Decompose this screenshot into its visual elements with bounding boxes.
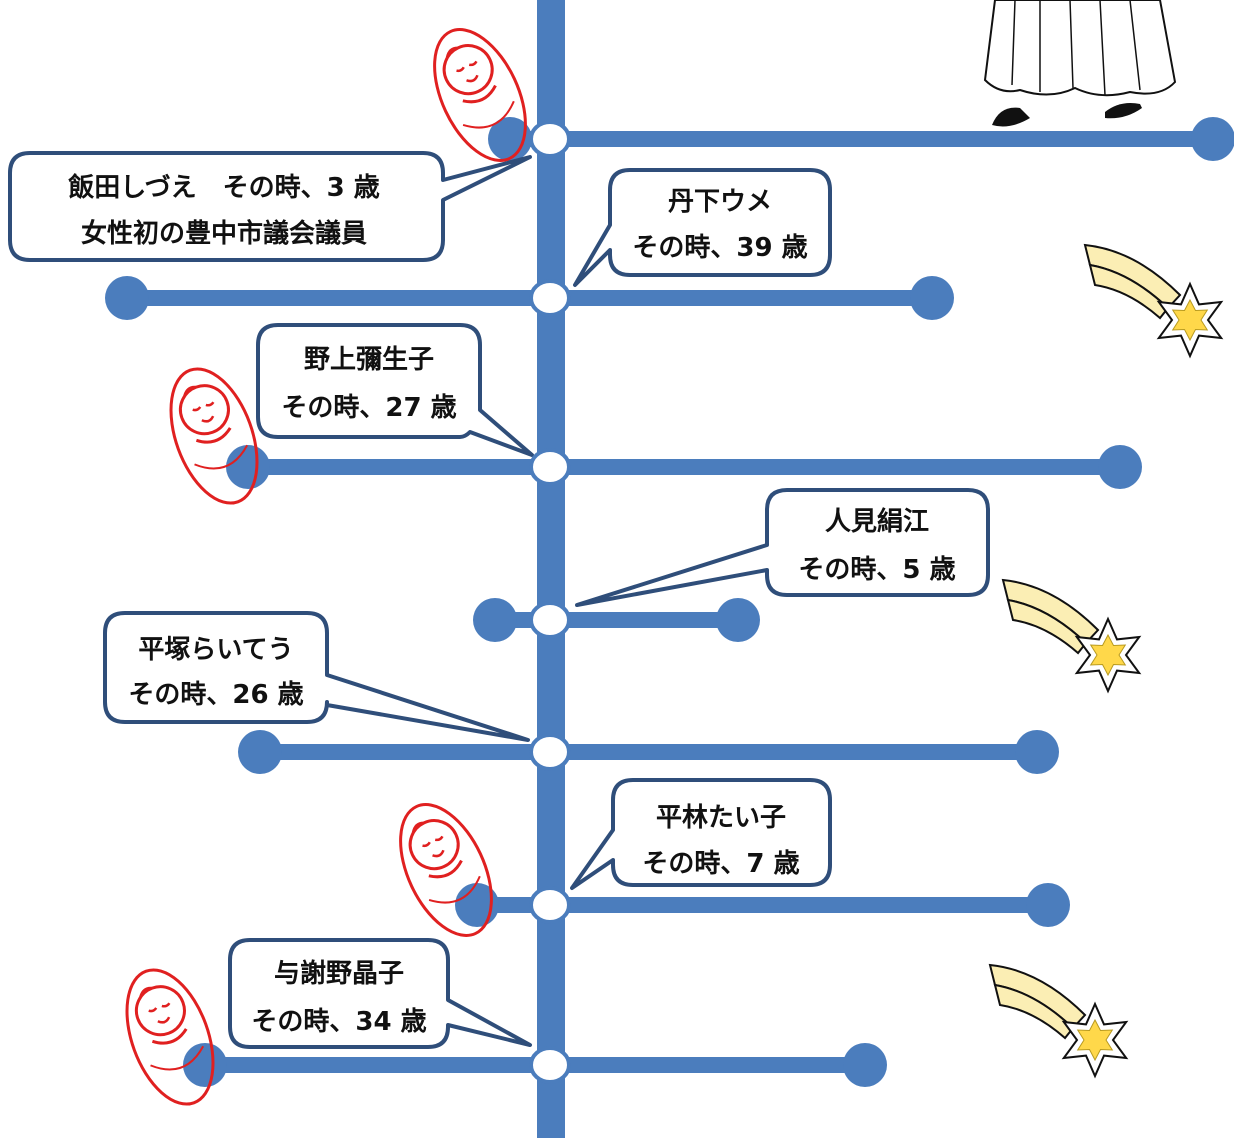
baby-wrap-0: [462, 84, 497, 104]
timeline-node-1: [529, 279, 571, 317]
baby-fold-6: [150, 1045, 205, 1071]
callout-hiratsuka-line2: その時、26 歳: [128, 680, 303, 710]
shooting-star-icon: [1083, 243, 1224, 359]
timeline-node-4: [529, 733, 571, 771]
star-trail-0-b: [1088, 263, 1170, 320]
callout-yosano-line1: 与謝野晶子: [274, 958, 404, 989]
baby-fold-2: [194, 444, 249, 470]
baby-eyes-5: [422, 835, 444, 848]
branch-end-right-4: [1015, 730, 1059, 774]
callout-tange: 丹下ウメ その時、39 歳: [573, 168, 832, 287]
callout-tange-line2: その時、39 歳: [632, 233, 807, 263]
star-inner-0: [1171, 298, 1209, 342]
branch-end-right-6: [843, 1043, 887, 1087]
shooting-star-icon: [1001, 578, 1142, 694]
baby-mouth-0: [466, 74, 479, 83]
figure-skirt-hem: [983, 0, 1177, 127]
shoe-left-icon: [992, 107, 1030, 127]
star-trail-1-b: [1006, 598, 1088, 655]
baby-wrap-5: [428, 859, 463, 879]
baby-head-5: [408, 819, 460, 871]
callout-yosano: 与謝野晶子 その時、34 歳: [228, 938, 532, 1049]
babies: [125, 28, 527, 1106]
timeline-node-0: [529, 120, 571, 158]
baby-eyes-6: [148, 1002, 171, 1013]
shooting-star-icon: [988, 963, 1129, 1079]
callout-hitomi-line1: 人見絹江: [825, 506, 929, 537]
callout-iida-line2: 女性初の豊中市議会議員: [81, 218, 367, 249]
callout-tange-line1: 丹下ウメ: [668, 187, 772, 217]
timeline-node-5: [529, 886, 571, 924]
baby-hair-6: [139, 986, 153, 998]
callout-nogami-line1: 野上彌生子: [304, 345, 434, 375]
star-inner-1: [1089, 633, 1127, 677]
baby-head-2: [178, 384, 230, 436]
callouts: 飯田しづえ その時、3 歳 女性初の豊中市議会議員 丹下ウメ その時、39 歳 …: [8, 151, 990, 1049]
star-trail-2-b: [993, 983, 1075, 1040]
baby-hair-2: [183, 385, 197, 397]
baby-eyes-2: [192, 401, 215, 412]
swaddled-baby-icon: [169, 367, 259, 505]
baby-blanket-2: [169, 367, 259, 505]
callout-yosano-line2: その時、34 歳: [251, 1007, 426, 1037]
branch-end-left-4: [238, 730, 282, 774]
callout-hirabayashi-line1: 平林たい子: [656, 803, 786, 833]
timeline-branches: [105, 117, 1234, 1087]
timeline-nodes: [529, 120, 571, 1084]
branch-end-right-5: [1026, 883, 1070, 927]
baby-hair-0: [445, 46, 459, 58]
swaddled-baby-icon: [125, 968, 215, 1106]
callout-nogami: 野上彌生子 その時、27 歳: [256, 323, 534, 457]
baby-eyes-0: [456, 60, 478, 73]
callout-hitomi: 人見絹江 その時、5 歳: [575, 488, 990, 607]
timeline-node-2: [529, 448, 571, 486]
branch-end-left-2: [226, 445, 270, 489]
baby-mouth-2: [201, 415, 215, 423]
branch-end-right-0: [1191, 117, 1234, 161]
baby-blanket-5: [399, 803, 493, 937]
callout-hiratsuka-line1: 平塚らいてう: [138, 635, 293, 665]
baby-blanket-0: [433, 28, 527, 162]
shoe-right-icon: [1105, 103, 1142, 119]
baby-head-0: [442, 44, 494, 96]
branch-end-left-1: [105, 276, 149, 320]
baby-wrap-6: [151, 1028, 188, 1045]
callout-iida-line1: 飯田しづえ その時、3 歳: [68, 172, 380, 203]
callout-iida: 飯田しづえ その時、3 歳 女性初の豊中市議会議員: [8, 151, 532, 262]
timeline-trunk: [537, 0, 565, 1138]
branch-end-left-3: [473, 598, 517, 642]
branch-end-left-6: [183, 1043, 227, 1087]
callout-hirabayashi: 平林たい子 その時、7 歳: [570, 778, 832, 890]
callout-hitomi-line2: その時、5 歳: [798, 555, 955, 585]
callout-hirabayashi-line2: その時、7 歳: [642, 849, 799, 879]
branch-end-right-3: [716, 598, 760, 642]
branch-end-right-2: [1098, 445, 1142, 489]
star-inner-2: [1076, 1018, 1114, 1062]
baby-hair-5: [411, 821, 425, 833]
baby-blanket-6: [125, 968, 215, 1106]
swaddled-baby-icon: [433, 28, 527, 162]
baby-mouth-6: [157, 1016, 171, 1024]
callout-hiratsuka: 平塚らいてう その時、26 歳: [103, 611, 530, 742]
shooting-stars: [988, 243, 1224, 1079]
baby-fold-0: [462, 100, 515, 129]
baby-mouth-5: [432, 849, 445, 858]
swaddled-baby-icon: [399, 803, 493, 937]
baby-wrap-2: [195, 427, 232, 444]
baby-head-6: [134, 985, 186, 1037]
baby-fold-5: [428, 875, 481, 904]
timeline-node-3: [529, 601, 571, 639]
callout-nogami-line2: その時、27 歳: [281, 393, 456, 423]
timeline-node-6: [529, 1046, 571, 1084]
branch-end-right-1: [910, 276, 954, 320]
